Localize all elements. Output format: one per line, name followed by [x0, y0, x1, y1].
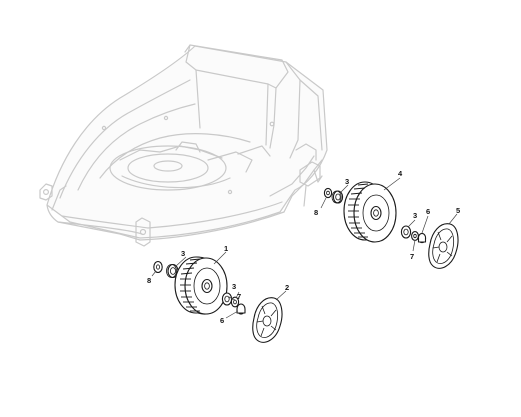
callout-3-rear-inner: 3: [345, 177, 349, 186]
washer-7-front: [230, 296, 240, 308]
washer-8-rear: [323, 187, 333, 199]
callout-4: 4: [398, 169, 403, 178]
bearing-3-front-outer: [221, 292, 233, 306]
callout-8-front: 8: [147, 276, 151, 285]
callout-2: 2: [285, 283, 289, 292]
wheel-4-rear: [343, 181, 397, 243]
hubcap-2-front: [252, 297, 283, 343]
callout-3-front-outer: 3: [232, 282, 236, 291]
callout-labels: 1 2 3 3 3 3 4 5 6 6 7 7 8 8: [147, 169, 460, 325]
hubcap-5-rear: [428, 223, 459, 269]
mower-deck: [39, 44, 328, 247]
bearing-3-front: [166, 263, 179, 279]
callout-1: 1: [224, 244, 228, 253]
callout-7-rear: 7: [410, 252, 414, 261]
callout-3-rear-outer: 3: [413, 211, 417, 220]
leader-lines: [151, 177, 458, 319]
callout-8-rear: 8: [314, 208, 318, 217]
callout-6-front: 6: [220, 316, 224, 325]
bearing-3-rear: [331, 190, 344, 204]
callout-7-front: 7: [237, 292, 241, 301]
callout-5: 5: [456, 206, 460, 215]
wheel-1-front: [174, 256, 228, 315]
bolt-6-front: [236, 303, 246, 315]
washer-7-rear: [411, 231, 419, 241]
washer-8-front: [153, 260, 163, 274]
callout-6-rear: 6: [426, 207, 430, 216]
callout-3-front-inner: 3: [181, 249, 185, 258]
bearing-3-rear-outer: [400, 225, 412, 239]
bolt-6-rear: [417, 232, 427, 244]
